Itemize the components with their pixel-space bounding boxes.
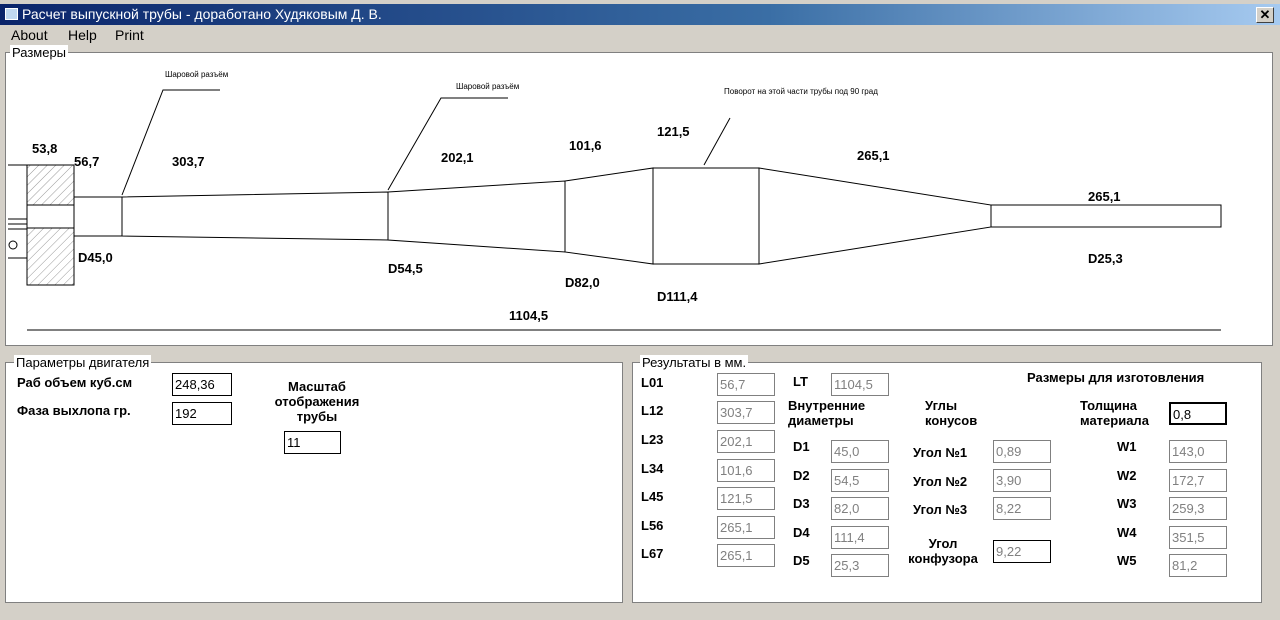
lt-label: LT xyxy=(793,374,808,389)
diameter-value: 82,0 xyxy=(831,497,889,520)
confuser-cone xyxy=(758,167,992,265)
length-value: 101,6 xyxy=(717,459,775,482)
engine-legend: Параметры двигателя xyxy=(14,355,152,370)
dim-d4: D111,4 xyxy=(657,289,698,304)
confuser-label: Угол конфузора xyxy=(908,536,978,566)
length-label: L45 xyxy=(641,489,664,504)
dimensions-legend: Размеры xyxy=(10,45,69,60)
length-label: L67 xyxy=(641,546,664,561)
width-label: W2 xyxy=(1117,468,1137,483)
menu-print[interactable]: Print xyxy=(115,27,144,43)
window-title: Расчет выпускной трубы - доработано Худя… xyxy=(22,6,382,22)
angle-value: 8,22 xyxy=(993,497,1051,520)
dim-l56: 265,1 xyxy=(857,148,890,163)
length-value: 56,7 xyxy=(717,373,775,396)
diameter-value: 45,0 xyxy=(831,440,889,463)
width-label: W3 xyxy=(1117,496,1137,511)
confuser-value: 9,22 xyxy=(993,540,1051,563)
width-value: 259,3 xyxy=(1169,497,1227,520)
phase-input[interactable]: 192 xyxy=(172,402,232,425)
diameter-value: 54,5 xyxy=(831,469,889,492)
length-label: L12 xyxy=(641,403,664,418)
menu-bar: About Help Print xyxy=(0,25,1280,45)
callout-line xyxy=(121,89,220,196)
dim-l45: 121,5 xyxy=(657,124,690,139)
angle-label: Угол №1 xyxy=(913,445,968,460)
menu-about[interactable]: About xyxy=(11,27,48,43)
length-label: L23 xyxy=(641,432,664,447)
dim-total: 1104,5 xyxy=(509,308,549,323)
phase-label: Фаза выхлопа гр. xyxy=(17,403,131,418)
width-value: 81,2 xyxy=(1169,554,1227,577)
diameter-value: 25,3 xyxy=(831,554,889,577)
title-bar: Расчет выпускной трубы - доработано Худя… xyxy=(0,4,1280,25)
diameter-value: 111,4 xyxy=(831,526,889,549)
dim-l23: 202,1 xyxy=(441,150,474,165)
dim-d3: D82,0 xyxy=(565,275,600,290)
port-circle xyxy=(8,240,18,250)
cone-3 xyxy=(564,167,654,265)
length-value: 121,5 xyxy=(717,487,775,510)
dim-flange: 53,8 xyxy=(32,141,58,156)
results-legend: Результаты в мм. xyxy=(640,355,749,370)
angle-value: 0,89 xyxy=(993,440,1051,463)
diameters-header: Внутренние диаметры xyxy=(788,398,866,428)
dim-d5: D25,3 xyxy=(1088,251,1123,266)
turn-note: Поворот на этой части трубы под 90 град xyxy=(724,87,878,96)
dim-l34: 101,6 xyxy=(569,138,602,153)
angle-label: Угол №2 xyxy=(913,474,968,489)
joint-note-2: Шаровой разъём xyxy=(456,82,520,91)
dim-l01: 56,7 xyxy=(74,154,100,169)
app-icon xyxy=(5,8,18,20)
volume-input[interactable]: 248,36 xyxy=(172,373,232,396)
dim-l12: 303,7 xyxy=(172,154,205,169)
tail-pipe xyxy=(990,204,1222,228)
diameter-label: D4 xyxy=(793,525,810,540)
thickness-input[interactable]: 0,8 xyxy=(1169,402,1227,425)
callout-line xyxy=(703,117,731,166)
scale-label: Масштаб отображения трубы xyxy=(274,379,360,424)
angles-header: Углы конусов xyxy=(925,398,978,428)
pipe-section-1 xyxy=(73,196,123,237)
length-value: 202,1 xyxy=(717,430,775,453)
dim-d1: D45,0 xyxy=(78,250,113,265)
cone-2 xyxy=(387,180,566,253)
diameter-label: D1 xyxy=(793,439,810,454)
width-value: 351,5 xyxy=(1169,526,1227,549)
close-button[interactable]: ✕ xyxy=(1256,7,1274,23)
length-value: 303,7 xyxy=(717,401,775,424)
joint-note-1: Шаровой разъём xyxy=(165,70,229,79)
diameter-label: D3 xyxy=(793,496,810,511)
dim-d2: D54,5 xyxy=(388,261,423,276)
manufacturing-header: Размеры для изготовления xyxy=(1027,370,1205,385)
cylinder-section xyxy=(652,167,760,265)
length-label: L34 xyxy=(641,461,664,476)
width-value: 172,7 xyxy=(1169,469,1227,492)
diameter-label: D2 xyxy=(793,468,810,483)
dim-l67: 265,1 xyxy=(1088,189,1121,204)
angle-value: 3,90 xyxy=(993,469,1051,492)
engine-frame xyxy=(5,362,623,603)
length-label: L56 xyxy=(641,518,664,533)
scale-input[interactable]: 11 xyxy=(284,431,341,454)
callout-line xyxy=(387,97,508,191)
dimensions-frame xyxy=(5,52,1273,346)
volume-label: Раб объем куб.см xyxy=(17,375,133,390)
width-label: W5 xyxy=(1117,553,1137,568)
width-label: W4 xyxy=(1117,525,1137,540)
angle-label: Угол №3 xyxy=(913,502,968,517)
diameter-label: D5 xyxy=(793,553,810,568)
menu-help[interactable]: Help xyxy=(68,27,97,43)
length-value: 265,1 xyxy=(717,544,775,567)
flange xyxy=(26,164,75,206)
length-label: L01 xyxy=(641,375,664,390)
thickness-label: Толщина материала xyxy=(1080,398,1149,428)
length-value: 265,1 xyxy=(717,516,775,539)
lt-value: 1104,5 xyxy=(831,373,889,396)
flange xyxy=(26,227,75,286)
pipe-drawing xyxy=(8,89,1222,331)
width-value: 143,0 xyxy=(1169,440,1227,463)
cone-1 xyxy=(121,191,389,241)
width-label: W1 xyxy=(1117,439,1137,454)
